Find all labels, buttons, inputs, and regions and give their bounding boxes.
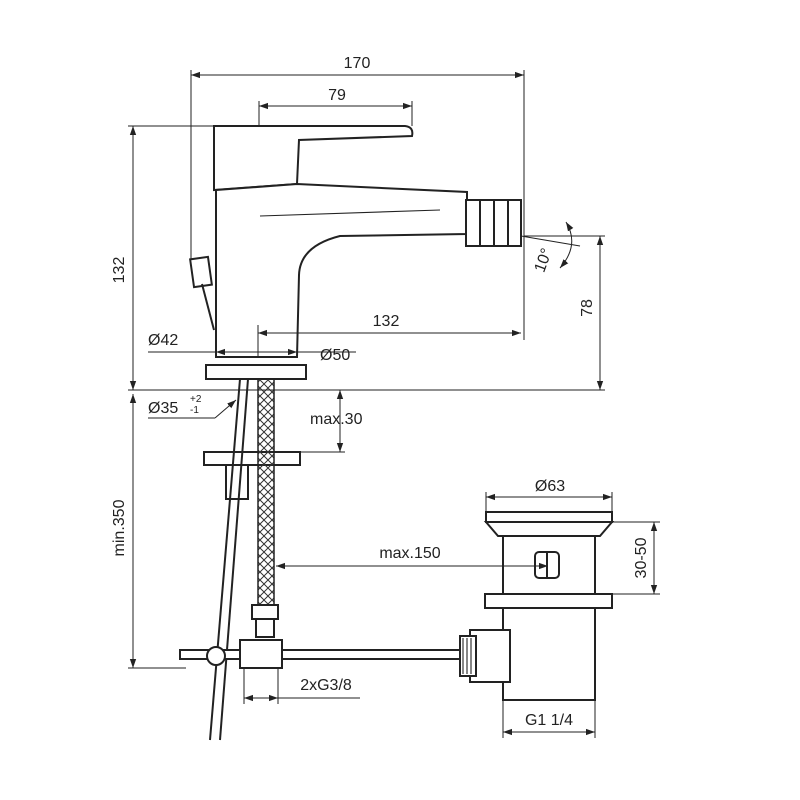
label-hose-offset: max.150 — [379, 545, 440, 562]
dimension-labels: 170 79 132 78 10° 132 Ø42 Ø50 Ø35 +2 -1 … — [111, 55, 650, 729]
label-deck-thickness: max.30 — [310, 411, 363, 428]
label-waste-diameter: Ø63 — [535, 478, 565, 495]
dimension-lines — [128, 70, 660, 738]
aerator — [465, 199, 522, 247]
mixer-body — [189, 125, 522, 500]
label-spout-height: 78 — [579, 299, 596, 317]
label-waste-height: 30-50 — [633, 537, 650, 578]
waste-valve — [459, 511, 615, 701]
label-base-diameter-b: Ø50 — [320, 347, 350, 364]
label-overall-width: 170 — [344, 55, 371, 72]
label-body-height: 132 — [111, 257, 128, 284]
supply-hose — [209, 378, 279, 741]
label-spout-angle: 10° — [532, 246, 556, 275]
label-waste-thread: G1 1/4 — [525, 712, 573, 729]
mounting-plate — [203, 451, 301, 466]
label-hose-length: min.350 — [111, 499, 128, 556]
label-handle-offset: 79 — [328, 87, 346, 104]
label-hole-diameter: Ø35 — [148, 400, 178, 417]
label-hole-tol-lower: -1 — [190, 405, 199, 416]
label-base-diameter-a: Ø42 — [148, 332, 178, 349]
popup-knob — [189, 255, 213, 289]
label-hole-tol-upper: +2 — [190, 394, 202, 405]
label-connections: 2xG3/8 — [300, 677, 352, 694]
lever-handle — [213, 125, 414, 192]
base-flange — [205, 364, 307, 380]
label-spout-reach: 132 — [373, 313, 400, 330]
popup-rod — [179, 639, 461, 669]
